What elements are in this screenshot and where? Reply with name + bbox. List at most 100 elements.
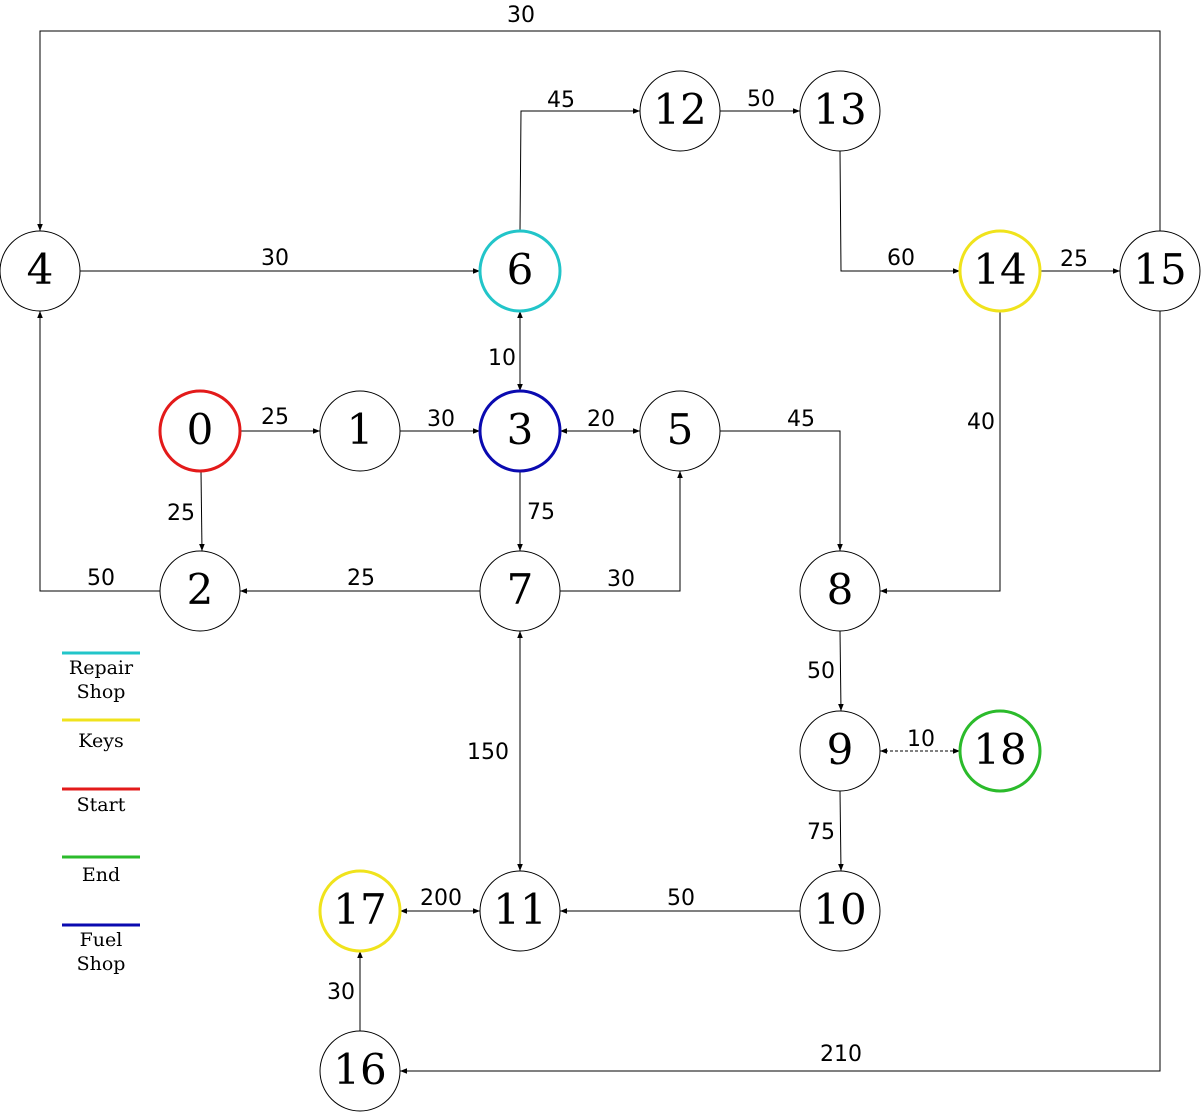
legend-label-repair: Shop xyxy=(77,681,126,703)
node-9: 9 xyxy=(799,710,881,792)
edge-5-to-8 xyxy=(720,430,843,551)
node-6: 6 xyxy=(478,229,562,313)
edge-weight-7-to-11: 150 xyxy=(467,740,509,765)
edge-weight-7-to-2: 25 xyxy=(347,566,375,591)
edge-weight-1-to-3: 30 xyxy=(427,407,455,432)
node-circle-5 xyxy=(639,390,721,472)
edge-weight-7-to-5: 30 xyxy=(607,567,635,592)
edge-weight-12-to-13: 50 xyxy=(747,87,775,112)
node-12: 12 xyxy=(639,70,721,152)
legend-label-keys: Keys xyxy=(78,730,123,752)
node-label-16: 16 xyxy=(333,1045,386,1094)
node-label-17: 17 xyxy=(333,885,386,934)
node-label-3: 3 xyxy=(507,405,534,454)
edge-9-to-10 xyxy=(838,790,844,872)
edge-weight-3-to-7: 75 xyxy=(527,500,555,525)
edge-weight-13-to-14: 60 xyxy=(887,246,915,271)
node-label-12: 12 xyxy=(653,85,706,134)
node-4: 4 xyxy=(0,230,81,312)
node-14: 14 xyxy=(958,229,1042,313)
edge-13-to-14 xyxy=(839,150,960,274)
node-circle-2 xyxy=(159,550,241,632)
node-circle-3 xyxy=(478,389,562,473)
node-7: 7 xyxy=(479,550,561,632)
node-circle-4 xyxy=(0,230,81,312)
node-circle-1 xyxy=(319,390,401,472)
edge-weight-3-to-5: 20 xyxy=(587,407,615,432)
node-18: 18 xyxy=(958,709,1042,793)
node-16: 16 xyxy=(319,1030,401,1112)
node-label-1: 1 xyxy=(347,405,374,454)
edge-14-to-8 xyxy=(880,311,1001,594)
node-circle-7 xyxy=(479,550,561,632)
node-1: 1 xyxy=(319,390,401,472)
node-10: 10 xyxy=(799,870,881,952)
node-circle-17 xyxy=(318,869,402,953)
node-label-14: 14 xyxy=(973,245,1026,294)
edge-weight-3-to-6: 10 xyxy=(488,346,516,371)
node-label-15: 15 xyxy=(1133,245,1186,294)
edge-weight-4-to-6: 30 xyxy=(261,246,289,271)
node-label-2: 2 xyxy=(187,565,214,614)
edge-8-to-9 xyxy=(838,630,844,712)
node-2: 2 xyxy=(159,550,241,632)
node-circle-13 xyxy=(799,70,881,152)
node-circle-8 xyxy=(799,550,881,632)
node-label-0: 0 xyxy=(187,405,214,454)
node-11: 11 xyxy=(479,870,561,952)
node-label-6: 6 xyxy=(507,245,534,294)
node-circle-18 xyxy=(958,709,1042,793)
edge-weight-15-to-4: 30 xyxy=(507,3,535,28)
edge-weight-0-to-2: 25 xyxy=(167,501,195,526)
edge-weight-14-to-15: 25 xyxy=(1060,247,1088,272)
edge-6-to-12 xyxy=(519,108,640,232)
node-label-5: 5 xyxy=(667,405,694,454)
legend-label-start: Start xyxy=(77,794,126,816)
node-17: 17 xyxy=(318,869,402,953)
node-8: 8 xyxy=(799,550,881,632)
node-label-18: 18 xyxy=(973,725,1026,774)
node-label-10: 10 xyxy=(813,885,866,934)
edge-weight-16-to-17: 30 xyxy=(327,980,355,1005)
node-circle-6 xyxy=(478,229,562,313)
node-0: 0 xyxy=(158,389,242,473)
edge-15-to-4 xyxy=(37,30,1161,231)
node-circle-9 xyxy=(799,710,881,792)
edge-weight-10-to-11: 50 xyxy=(667,886,695,911)
edge-weight-0-to-1: 25 xyxy=(261,405,289,430)
edge-weight-11-to-17: 200 xyxy=(420,886,462,911)
edge-0-to-2 xyxy=(199,470,205,552)
node-label-9: 9 xyxy=(827,725,854,774)
edge-weight-5-to-8: 45 xyxy=(787,407,815,432)
node-label-11: 11 xyxy=(493,885,546,934)
edge-weight-9-to-18: 10 xyxy=(907,727,935,752)
node-5: 5 xyxy=(639,390,721,472)
node-label-4: 4 xyxy=(27,245,54,294)
node-label-7: 7 xyxy=(507,565,534,614)
legend-label-fuel: Shop xyxy=(77,953,126,975)
legend-item-start: Start xyxy=(62,787,140,816)
legend-label-end: End xyxy=(82,864,120,886)
edge-weight-9-to-10: 75 xyxy=(807,820,835,845)
node-circle-0 xyxy=(158,389,242,473)
legend-item-keys: Keys xyxy=(62,718,140,752)
node-circle-11 xyxy=(479,870,561,952)
edge-weight-15-to-16: 210 xyxy=(820,1042,862,1067)
node-circle-15 xyxy=(1119,230,1201,312)
legend-label-fuel: Fuel xyxy=(80,929,123,951)
edge-2-to-4 xyxy=(37,311,160,592)
legend-item-end: End xyxy=(62,855,140,886)
node-15: 15 xyxy=(1119,230,1201,312)
node-13: 13 xyxy=(799,70,881,152)
node-circle-12 xyxy=(639,70,721,152)
edge-7-to-5 xyxy=(560,471,683,592)
edge-weight-14-to-8: 40 xyxy=(967,410,995,435)
legend-label-repair: Repair xyxy=(69,657,134,679)
node-circle-14 xyxy=(958,229,1042,313)
